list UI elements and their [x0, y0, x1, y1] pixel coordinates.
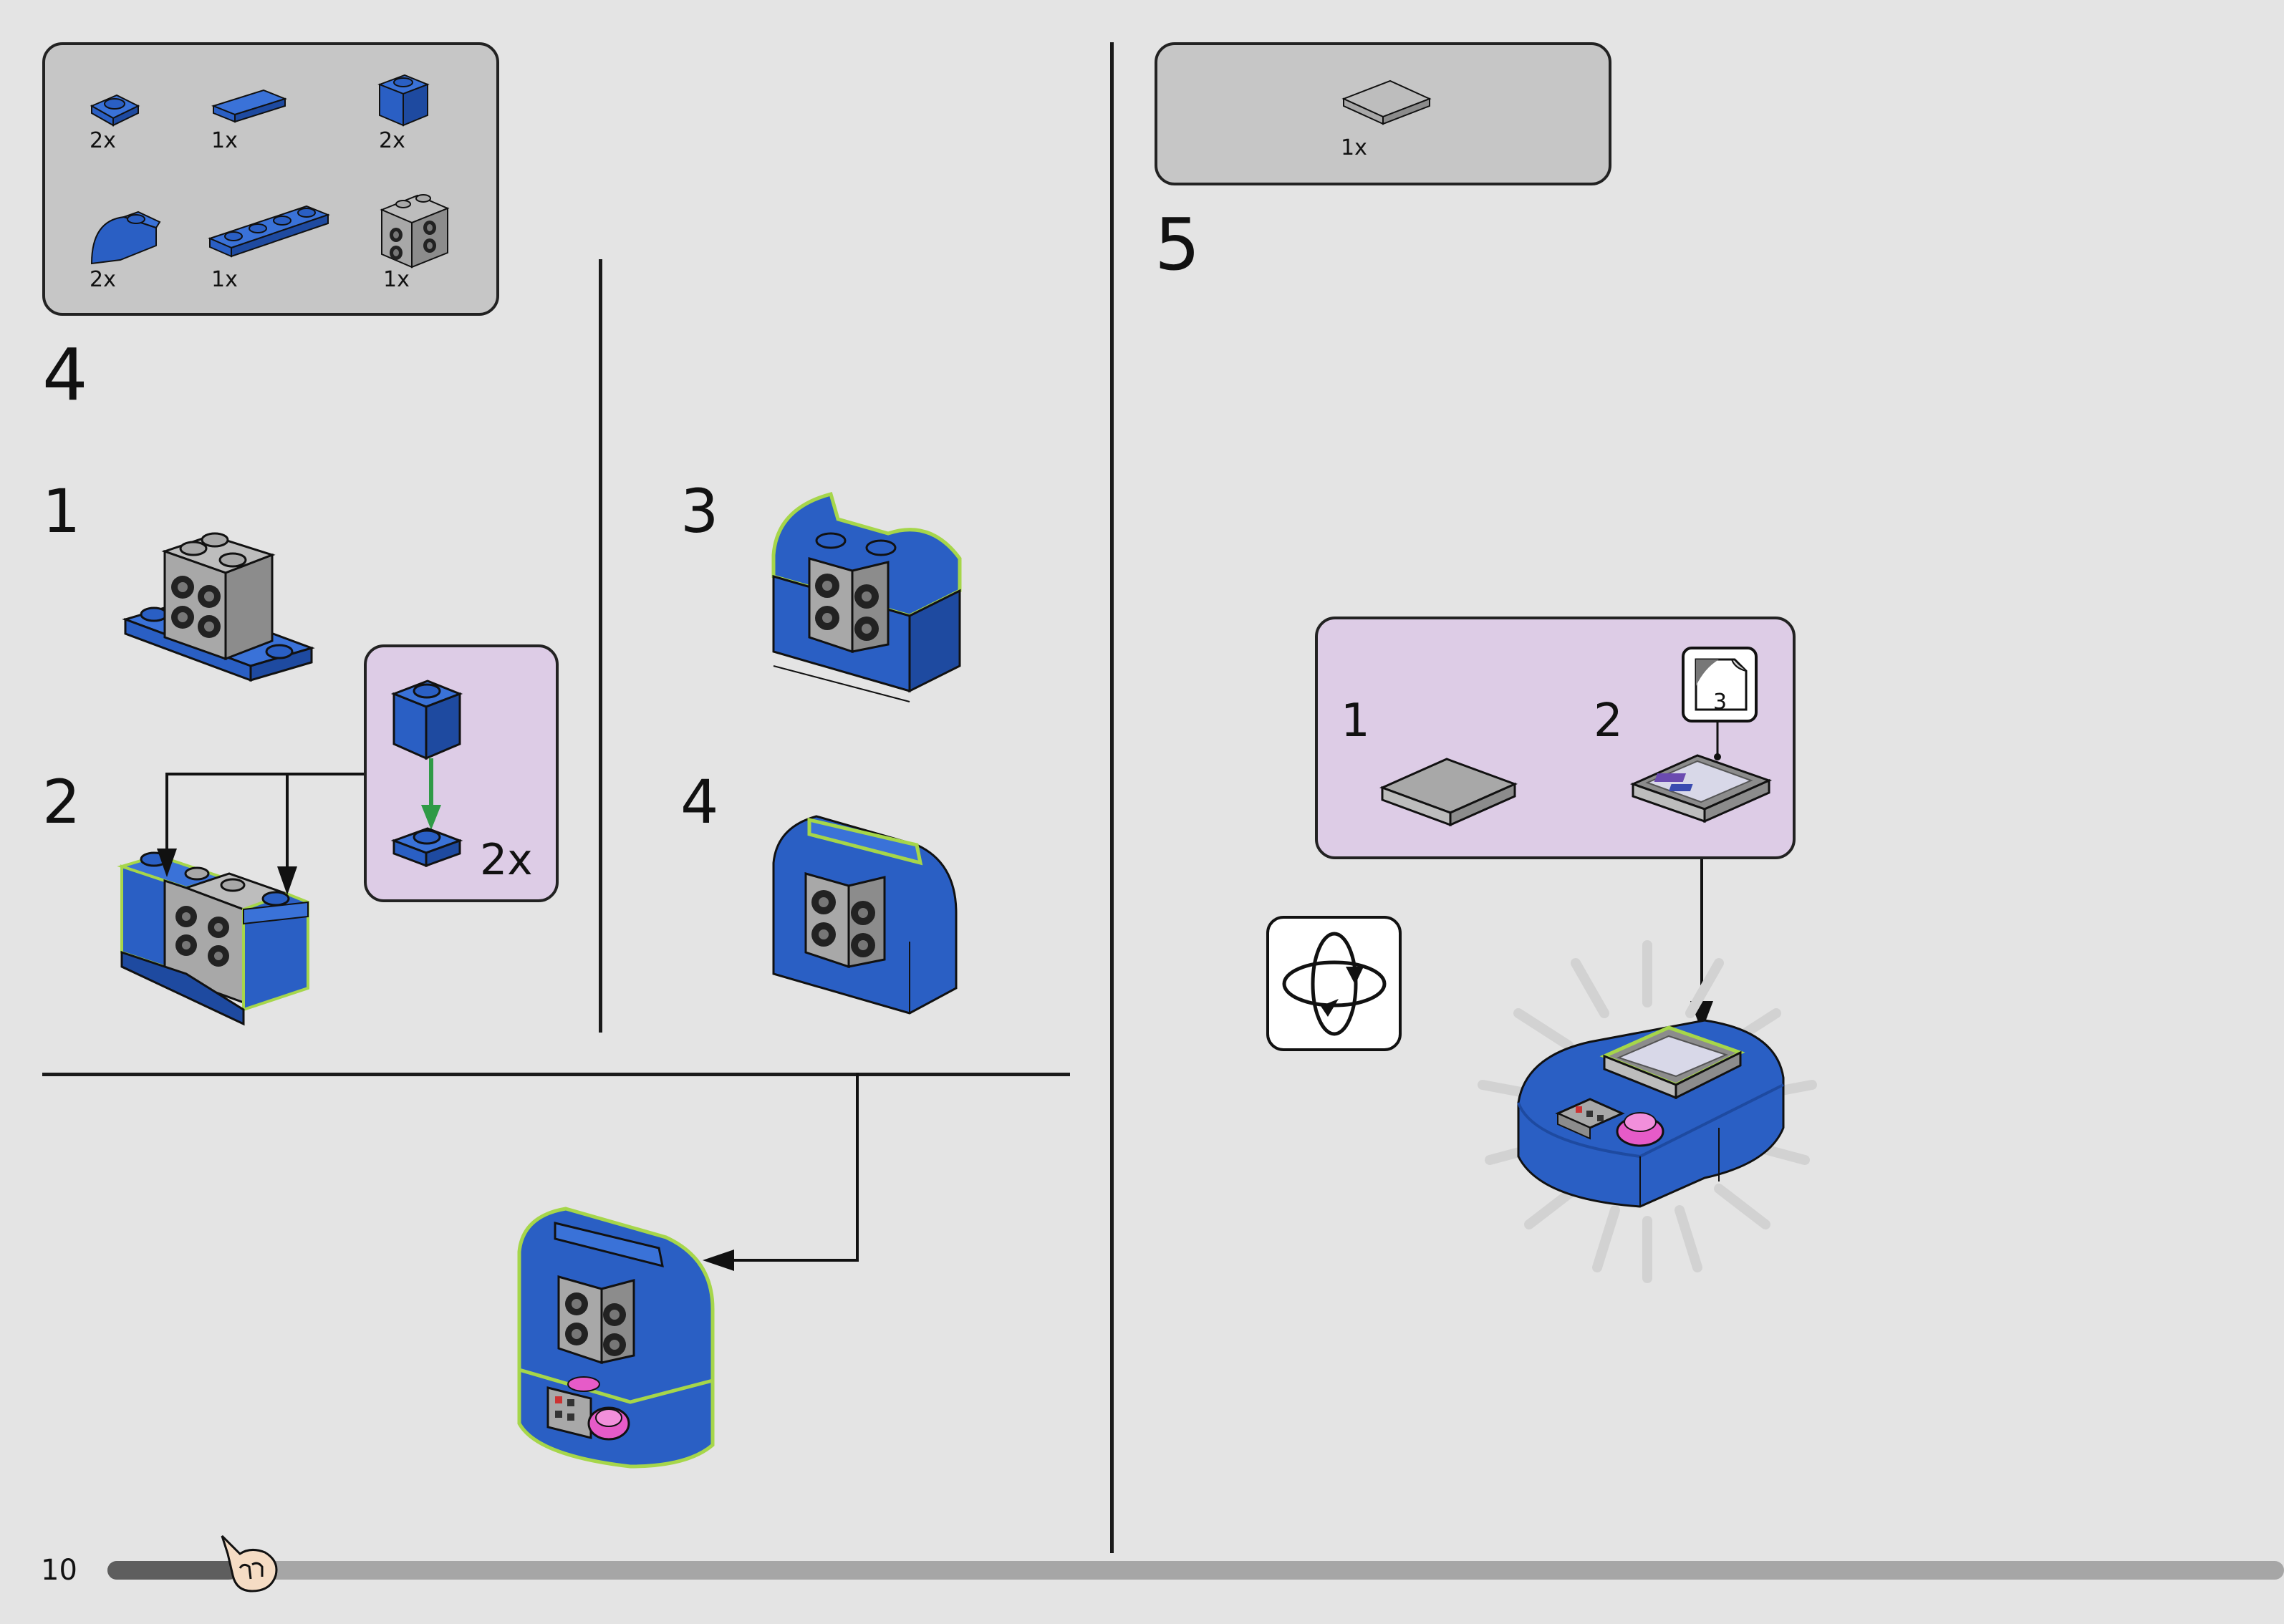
press-down-arrow-icon	[421, 758, 441, 830]
step-number-4: 4	[42, 333, 88, 417]
callout-step-2: 2	[1594, 695, 1623, 748]
step-5-callout: 1 2 3	[1315, 617, 1796, 859]
pointing-hand-icon	[221, 1534, 278, 1592]
step-4-result-model	[517, 1207, 715, 1469]
parts-list-step-4: 2x 1x 2x 2x 1x	[42, 42, 499, 316]
substep-number-3: 3	[680, 476, 719, 546]
sticker-page-icon	[1695, 658, 1748, 711]
placement-arrows	[157, 773, 365, 895]
sticker-number: 3	[1713, 690, 1728, 715]
substep-divider-horizontal	[42, 1073, 1070, 1076]
blue-1x1-round-plate-icon	[390, 827, 463, 868]
build-progress-bar	[107, 1561, 2284, 1580]
part-qty: 1x	[211, 267, 238, 292]
grey-2x2-tile-model	[1379, 758, 1518, 827]
blue-1x1-round-plate-icon	[90, 94, 140, 127]
blue-1x1-brick-icon	[377, 74, 430, 127]
rotate-icon	[1282, 932, 1387, 1036]
blue-curved-slope-icon	[90, 211, 161, 265]
part-qty: 2x	[379, 128, 405, 153]
attach-arrow	[703, 1073, 859, 1271]
substep-number-2: 2	[42, 767, 81, 837]
callout-multiplier: 2x	[480, 835, 533, 885]
blue-1x4-plate-icon	[208, 205, 330, 258]
substep-3-model	[771, 491, 962, 702]
substep-4-model	[772, 815, 958, 1015]
rotate-model-badge	[1266, 916, 1402, 1051]
page-number: 10	[41, 1554, 77, 1587]
substep-2-callout: 2x	[364, 644, 559, 902]
step-5-result-model	[1517, 1019, 1785, 1208]
parts-list-step-5: 1x	[1155, 42, 1611, 185]
blue-1x1-brick-icon	[390, 680, 463, 760]
substep-number-4: 4	[680, 767, 719, 837]
blue-1x2-tile-icon	[211, 89, 287, 123]
grey-2x2-brick-with-studs-on-side-icon	[380, 194, 450, 269]
substep-divider-vertical	[599, 259, 602, 1033]
substep-1-model	[122, 532, 315, 682]
build-progress-fill	[107, 1561, 238, 1580]
grey-2x2-tile-icon	[1341, 79, 1432, 125]
callout-step-1: 1	[1341, 695, 1370, 748]
part-qty: 2x	[90, 267, 116, 292]
step-number-5: 5	[1155, 203, 1200, 286]
substep-number-1: 1	[42, 476, 81, 546]
page-divider	[1110, 42, 1114, 1553]
stickered-tile-model	[1629, 722, 1773, 823]
part-qty: 1x	[1341, 135, 1367, 160]
part-qty: 1x	[383, 267, 410, 292]
part-qty: 1x	[211, 128, 238, 153]
sticker-sheet-badge: 3	[1682, 647, 1758, 722]
substep-2-model	[117, 851, 309, 1026]
part-qty: 2x	[90, 128, 116, 153]
